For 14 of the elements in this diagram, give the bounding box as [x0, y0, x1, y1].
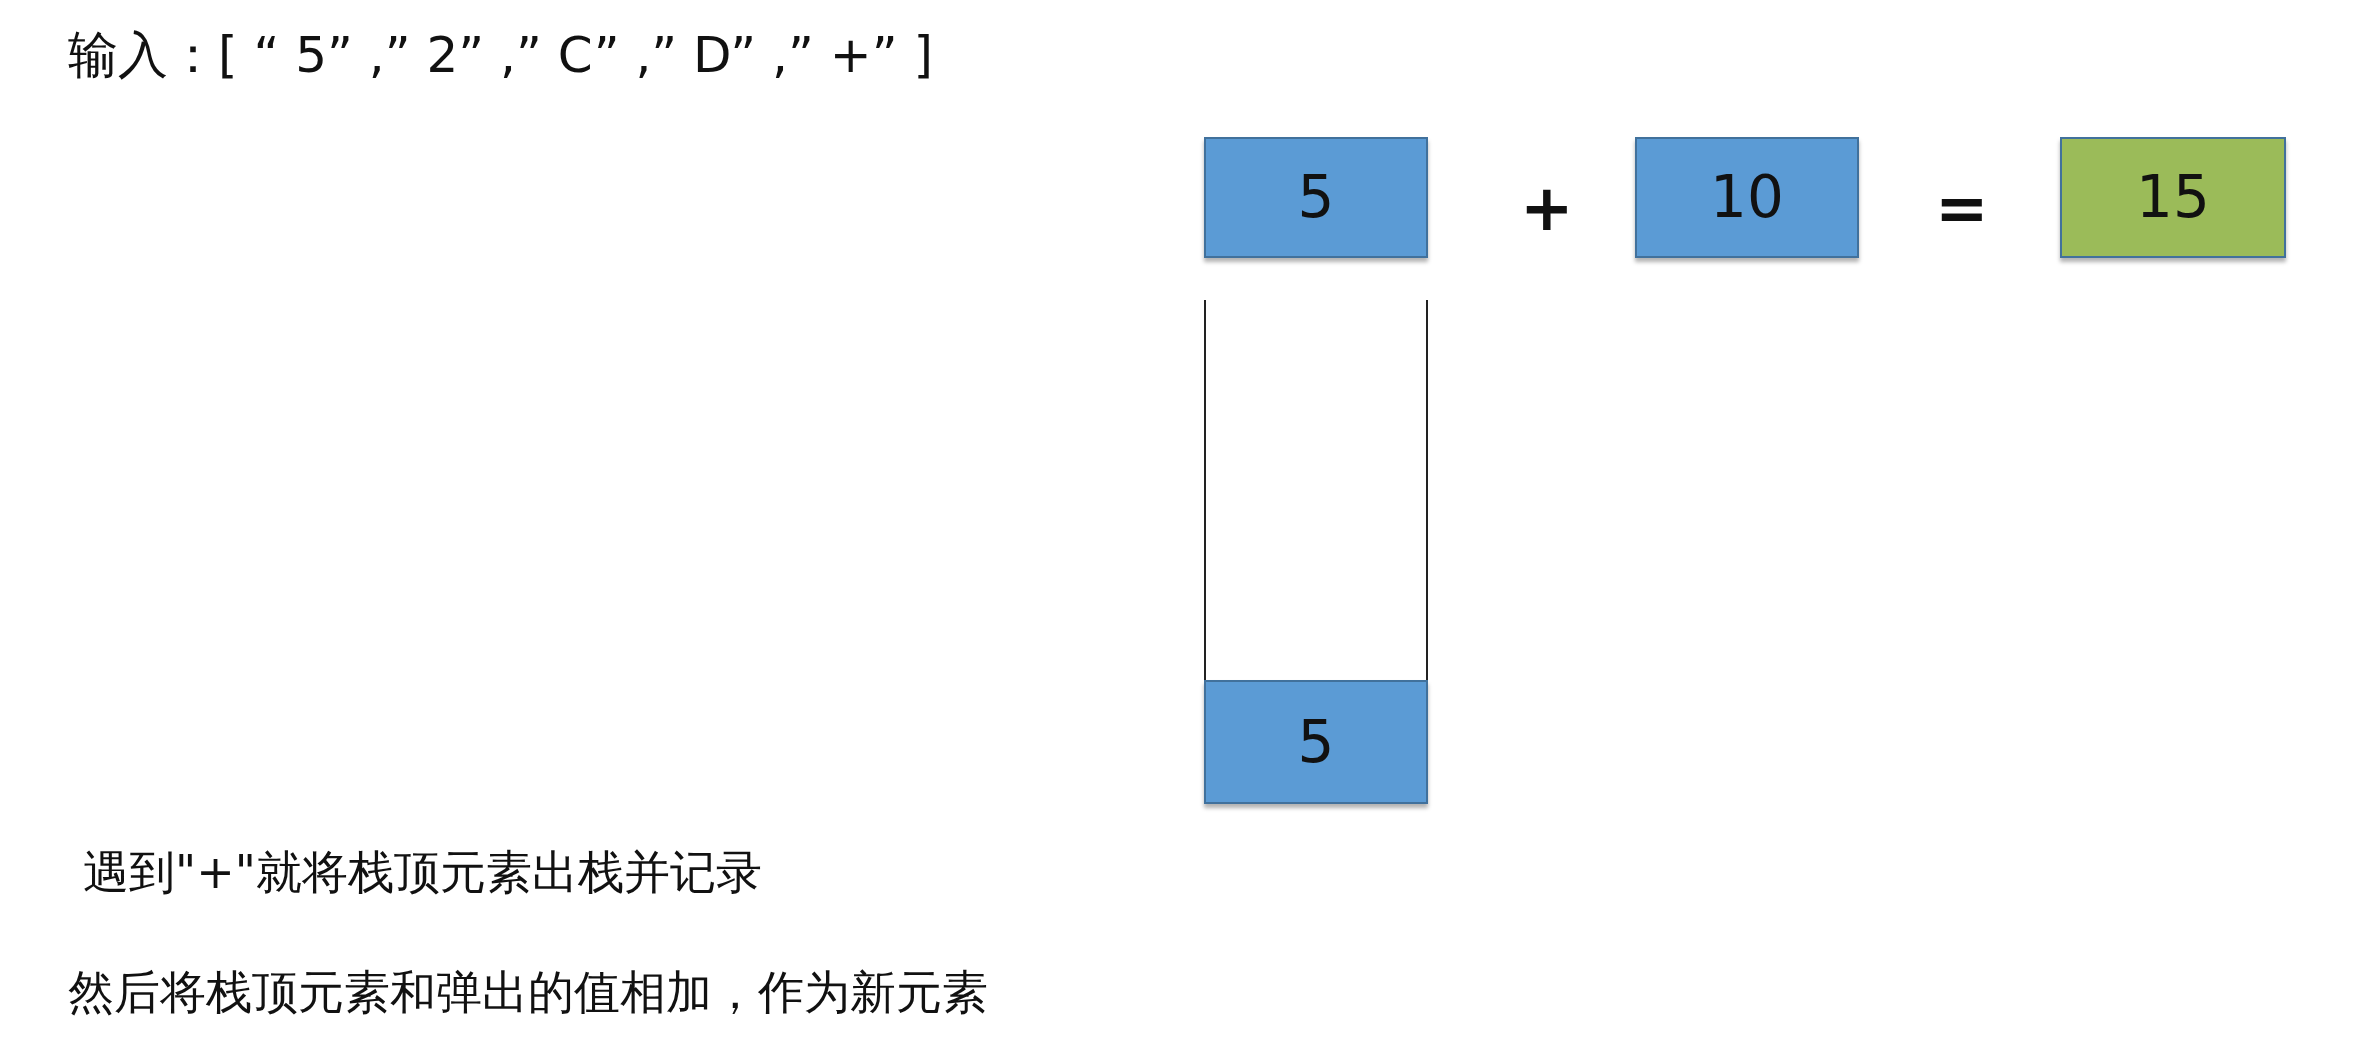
value-text: 5 — [1297, 162, 1335, 233]
result-box — [2060, 137, 2286, 258]
value-text: 5 — [1297, 706, 1335, 778]
stack-element — [1204, 680, 1428, 804]
value-box — [1204, 137, 1428, 258]
title-text: 输入：[ “ 5” ,” 2” ,” C” ,” D” ,” +” ] — [68, 25, 933, 86]
note-text: 遇到"+"就将栈顶元素出栈并记录 — [83, 844, 762, 901]
value-box — [1635, 137, 1859, 258]
operator-symbol: + — [1520, 170, 1574, 247]
stack-container — [1204, 300, 1428, 804]
value-text: 15 — [2136, 162, 2210, 233]
note-text: 然后将栈顶元素和弹出的值相加，作为新元素 — [68, 964, 988, 1021]
operator-symbol: = — [1935, 170, 1989, 247]
value-text: 10 — [1710, 162, 1784, 233]
